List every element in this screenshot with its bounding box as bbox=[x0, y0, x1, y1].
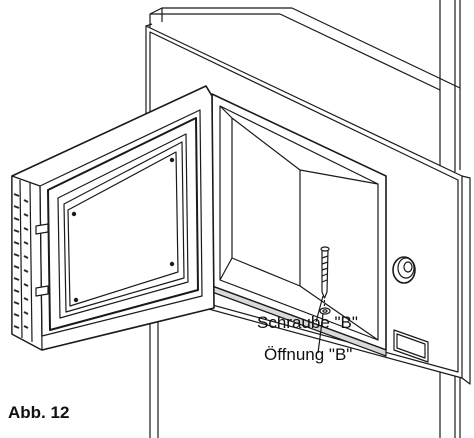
oven-cavity bbox=[211, 93, 387, 357]
opening-b-label: Öffnung "B" bbox=[264, 345, 353, 364]
opening-b bbox=[319, 307, 331, 315]
open-door bbox=[11, 85, 215, 351]
screw-b-label: Schraube "B" bbox=[257, 313, 358, 332]
display-window bbox=[393, 329, 429, 363]
figure-caption: Abb. 12 bbox=[8, 403, 70, 422]
control-knob bbox=[392, 256, 416, 284]
screw-b bbox=[320, 246, 330, 306]
door-vent-slots bbox=[13, 193, 29, 329]
leader-lines bbox=[315, 295, 324, 354]
